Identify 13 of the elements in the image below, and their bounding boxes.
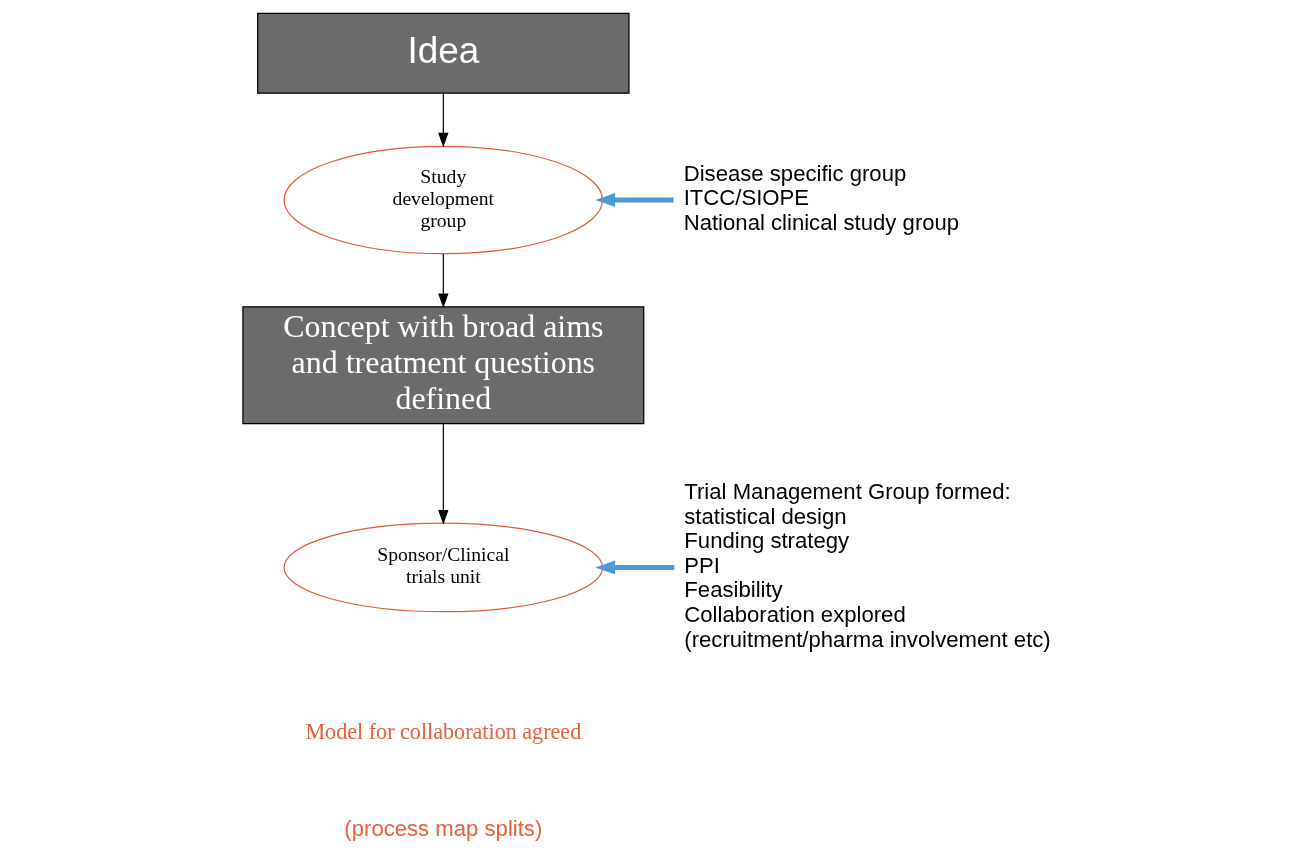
node-box: Concept with broad aims and treatment questions defined [242, 306, 645, 425]
label: (process map splits) [344, 815, 543, 841]
node-box: Idea [257, 12, 630, 94]
arrow [438, 423, 449, 525]
label: Model for collaboration agreed [305, 718, 582, 744]
arrow [595, 193, 674, 207]
arrow [438, 92, 449, 148]
node-text: Trial Management Group formed: statistical design Funding strategy PPI Feasibility Collaboration explored (recruitment/pharma involvement etc) [684, 479, 1051, 652]
node-ellipse: Sponsor/Clinical trials unit [283, 522, 604, 613]
node-ellipse: Study development group [283, 145, 604, 255]
arrow [595, 560, 675, 575]
arrow [438, 253, 449, 309]
node-text: Disease specific group ITCC/SIOPE National clinical study group [683, 160, 960, 236]
